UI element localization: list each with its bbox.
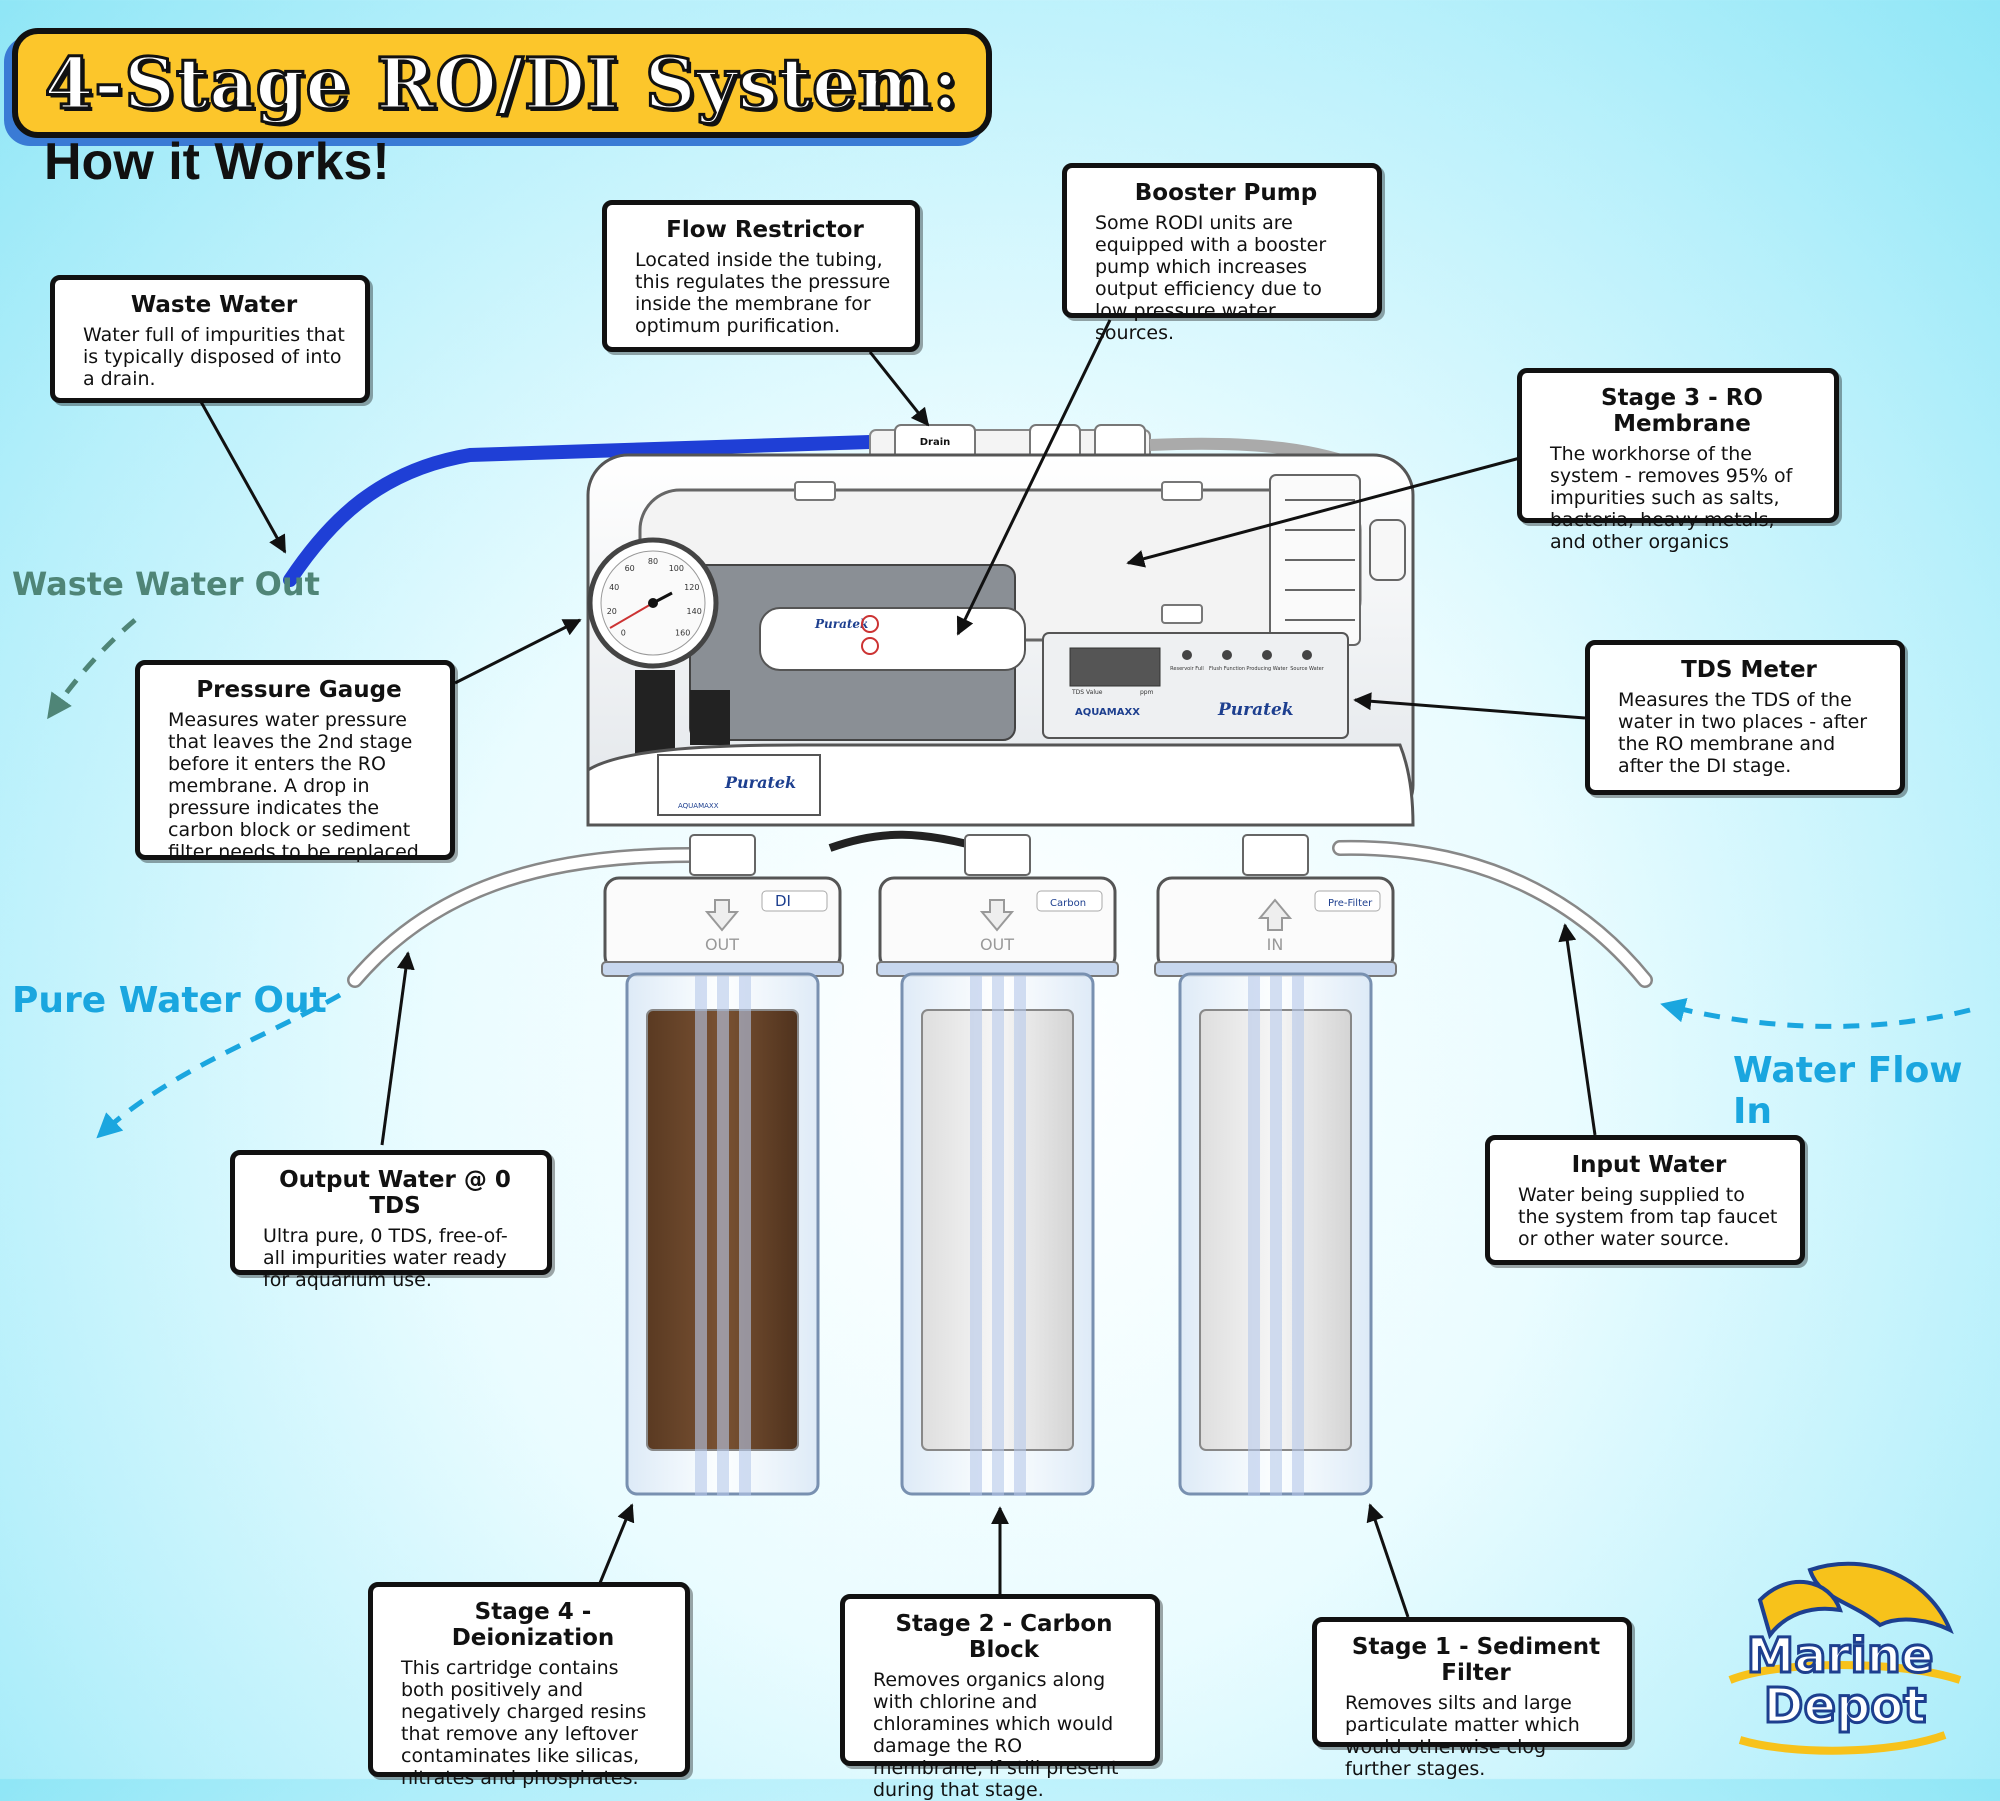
callout-body: Measures water pressure that leaves the … xyxy=(168,709,425,863)
callout-waste-water: Waste Water Water full of impurities tha… xyxy=(50,275,370,403)
marine-depot-logo: Marine Depot xyxy=(1728,1561,1962,1755)
housing-direction: IN xyxy=(1267,935,1284,954)
waste-water-out-label: Waste Water Out xyxy=(12,565,320,603)
gauge-tick-label: 140 xyxy=(687,607,702,616)
housing-direction: OUT xyxy=(705,935,739,954)
logo-line1: Marine xyxy=(1746,1628,1933,1684)
flow-direction-icon xyxy=(979,899,1015,932)
gauge-tick-label: 120 xyxy=(684,583,699,592)
panel-label-reservoir: Reservoir Full xyxy=(1170,666,1204,672)
callout-body: This cartridge contains both positively … xyxy=(401,1657,647,1789)
gauge-tick-label: 80 xyxy=(648,557,658,566)
pure-flow-arrow xyxy=(96,992,342,1139)
callout-body: Removes silts and large particulate matt… xyxy=(1345,1692,1580,1780)
callout-body: Removes organics along with chlorine and… xyxy=(873,1669,1119,1801)
callout-input-water: Input Water Water being supplied to the … xyxy=(1485,1135,1805,1265)
callout-title: Flow Restrictor xyxy=(666,217,864,243)
tds-label-ppm: ppm xyxy=(1140,689,1154,696)
inflow-arrow xyxy=(1660,997,1971,1029)
flow-direction-icon xyxy=(1257,898,1293,931)
callout-booster-pump: Booster Pump Some RODI units are equippe… xyxy=(1062,163,1382,344)
callout-title: Pressure Gauge xyxy=(196,677,402,703)
callout-body: Ultra pure, 0 TDS, free-of-all impuritie… xyxy=(263,1225,508,1291)
callout-title: Booster Pump xyxy=(1134,180,1318,206)
callout-body: Measures the TDS of the water in two pla… xyxy=(1618,689,1868,777)
callout-title: Stage 1 - Sediment Filter xyxy=(1351,1634,1601,1686)
filter-housing: OUT Carbon xyxy=(876,834,1119,1496)
gauge-tick-label: 40 xyxy=(609,583,619,592)
waste-tube xyxy=(283,435,877,587)
callout-title: Input Water xyxy=(1571,1152,1727,1178)
panel-label-source: Source Water xyxy=(1290,666,1324,672)
pure-water-out-label: Pure Water Out xyxy=(12,980,327,1021)
flow-direction-icon xyxy=(704,899,740,932)
callout-ro-membrane: Stage 3 - RO Membrane The workhorse of t… xyxy=(1517,368,1839,553)
panel-label-producing: Producing Water xyxy=(1246,666,1288,672)
housing-tag: Carbon xyxy=(1050,898,1086,909)
callout-deionization: Stage 4 - Deionization This cartridge co… xyxy=(368,1582,690,1789)
callout-output-water: Output Water @ 0 TDS Ultra pure, 0 TDS, … xyxy=(230,1150,552,1291)
gauge-tick-label: 0 xyxy=(621,629,626,638)
logo-line2: Depot xyxy=(1764,1678,1927,1734)
tds-label-value: TDS Value xyxy=(1071,689,1103,696)
waste-flow-arrow xyxy=(47,618,137,720)
callout-title: Stage 4 - Deionization xyxy=(451,1599,615,1651)
water-flow-in-label: Water Flow In xyxy=(1733,1050,1963,1132)
pump-brand: Puratek xyxy=(814,617,868,631)
callout-carbon-block: Stage 2 - Carbon Block Removes organics … xyxy=(840,1594,1160,1801)
callout-sediment-filter: Stage 1 - Sediment Filter Removes silts … xyxy=(1312,1617,1632,1780)
callout-flow-restrictor: Flow Restrictor Located inside the tubin… xyxy=(602,200,920,352)
gauge-tick-label: 20 xyxy=(607,607,617,616)
front-maker: AQUAMAXX xyxy=(678,802,719,810)
leader-arrows xyxy=(198,319,1597,1618)
title-banner: 4-Stage RO/DI System: xyxy=(12,28,992,138)
gauge-tick-label: 60 xyxy=(625,564,635,573)
callout-body: Water full of impurities that is typical… xyxy=(83,324,345,390)
callout-title: Stage 3 - RO Membrane xyxy=(1601,385,1763,437)
filter-housing: OUT DI xyxy=(601,834,844,1496)
front-brand: Puratek xyxy=(724,773,796,792)
page-subtitle: How it Works! xyxy=(44,133,390,191)
callout-pressure-gauge: Pressure Gauge Measures water pressure t… xyxy=(135,660,455,863)
gauge-tick-label: 160 xyxy=(675,629,690,638)
callout-tds-meter: TDS Meter Measures the TDS of the water … xyxy=(1585,640,1905,795)
callout-body: The workhorse of the system - removes 95… xyxy=(1550,443,1793,553)
callout-title: Waste Water xyxy=(130,292,298,318)
filter-housing: IN Pre-Filter xyxy=(1154,834,1397,1496)
gauge-tick-label: 100 xyxy=(669,564,684,573)
ro-unit-body: Puratek 0 20 40 60 80 100 120 140 160 Puratek AQ… xyxy=(586,453,1415,827)
callout-title: Output Water @ 0 TDS xyxy=(279,1167,511,1219)
callout-title: TDS Meter xyxy=(1681,657,1817,683)
drain-label: Drain xyxy=(920,437,951,448)
page-title: 4-Stage RO/DI System: xyxy=(43,40,960,126)
panel-maker: AQUAMAXX xyxy=(1075,707,1140,718)
callout-body: Some RODI units are equipped with a boos… xyxy=(1095,212,1327,344)
panel-brand: Puratek xyxy=(1217,700,1294,720)
housing-direction: OUT xyxy=(980,935,1014,954)
panel-label-flush: Flush Function xyxy=(1209,666,1245,672)
callout-body: Water being supplied to the system from … xyxy=(1518,1184,1778,1250)
housing-tag: Pre-Filter xyxy=(1328,898,1373,909)
callout-title: Stage 2 - Carbon Block xyxy=(895,1611,1113,1663)
callout-body: Located inside the tubing, this regulate… xyxy=(635,249,891,337)
housing-tag: DI xyxy=(775,892,791,910)
